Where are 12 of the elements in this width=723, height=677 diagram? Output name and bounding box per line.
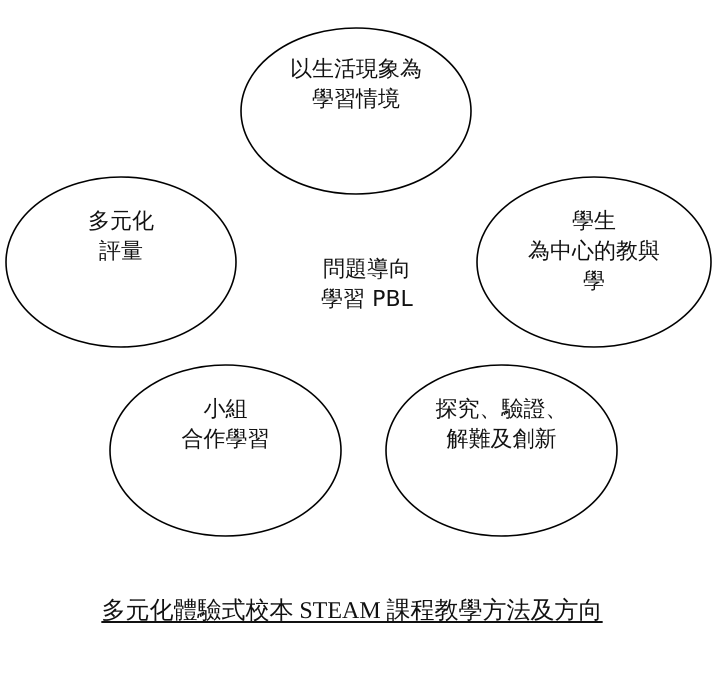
caption: 多元化體驗式校本 STEAM 課程教學方法及方向	[101, 596, 603, 626]
ellipse-node	[240, 27, 472, 195]
node-text: 小組合作學習	[182, 396, 270, 454]
topic-label: 問題導向學習 PBL	[321, 256, 413, 314]
node-text: 學生為中心的教與學	[528, 208, 660, 296]
ellipse-node	[109, 364, 342, 537]
ellipse-node	[476, 176, 712, 348]
ellipse-node	[385, 364, 618, 537]
node-text: 以生活現象為學習情境	[290, 56, 422, 114]
ellipse-node	[5, 176, 237, 348]
node-text: 探究、驗證、解難及創新	[436, 396, 568, 454]
node-text: 多元化評量	[88, 208, 154, 266]
